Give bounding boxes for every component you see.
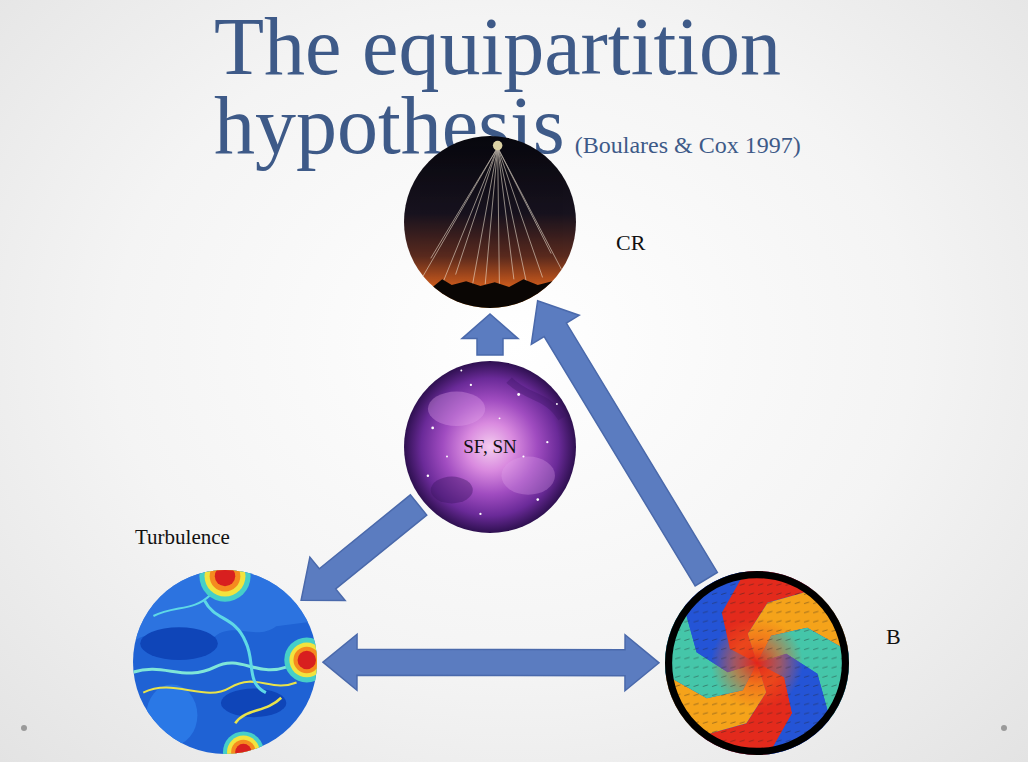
node-label: B xyxy=(886,624,901,650)
node-text: SF, SN xyxy=(463,436,516,459)
image-circle: SF, SN xyxy=(404,361,576,533)
corner-dot xyxy=(21,725,27,731)
turbulence-image xyxy=(133,570,317,754)
title-block: The equipartition hypothesis(Boulares & … xyxy=(214,18,874,176)
citation-label: (Boulares & Cox 1997) xyxy=(575,132,801,158)
block-arrow xyxy=(301,495,427,601)
block-arrow xyxy=(323,634,659,691)
cosmic-ray-image xyxy=(404,136,576,308)
image-circle: CR xyxy=(404,136,576,308)
magnetic-field-image xyxy=(665,571,849,755)
corner-dot xyxy=(1001,725,1007,731)
image-circle: B xyxy=(665,571,849,755)
block-arrow xyxy=(462,314,518,355)
image-circle: Turbulence xyxy=(133,570,317,754)
node-label: Turbulence xyxy=(135,525,230,550)
node-label: CR xyxy=(616,230,645,256)
